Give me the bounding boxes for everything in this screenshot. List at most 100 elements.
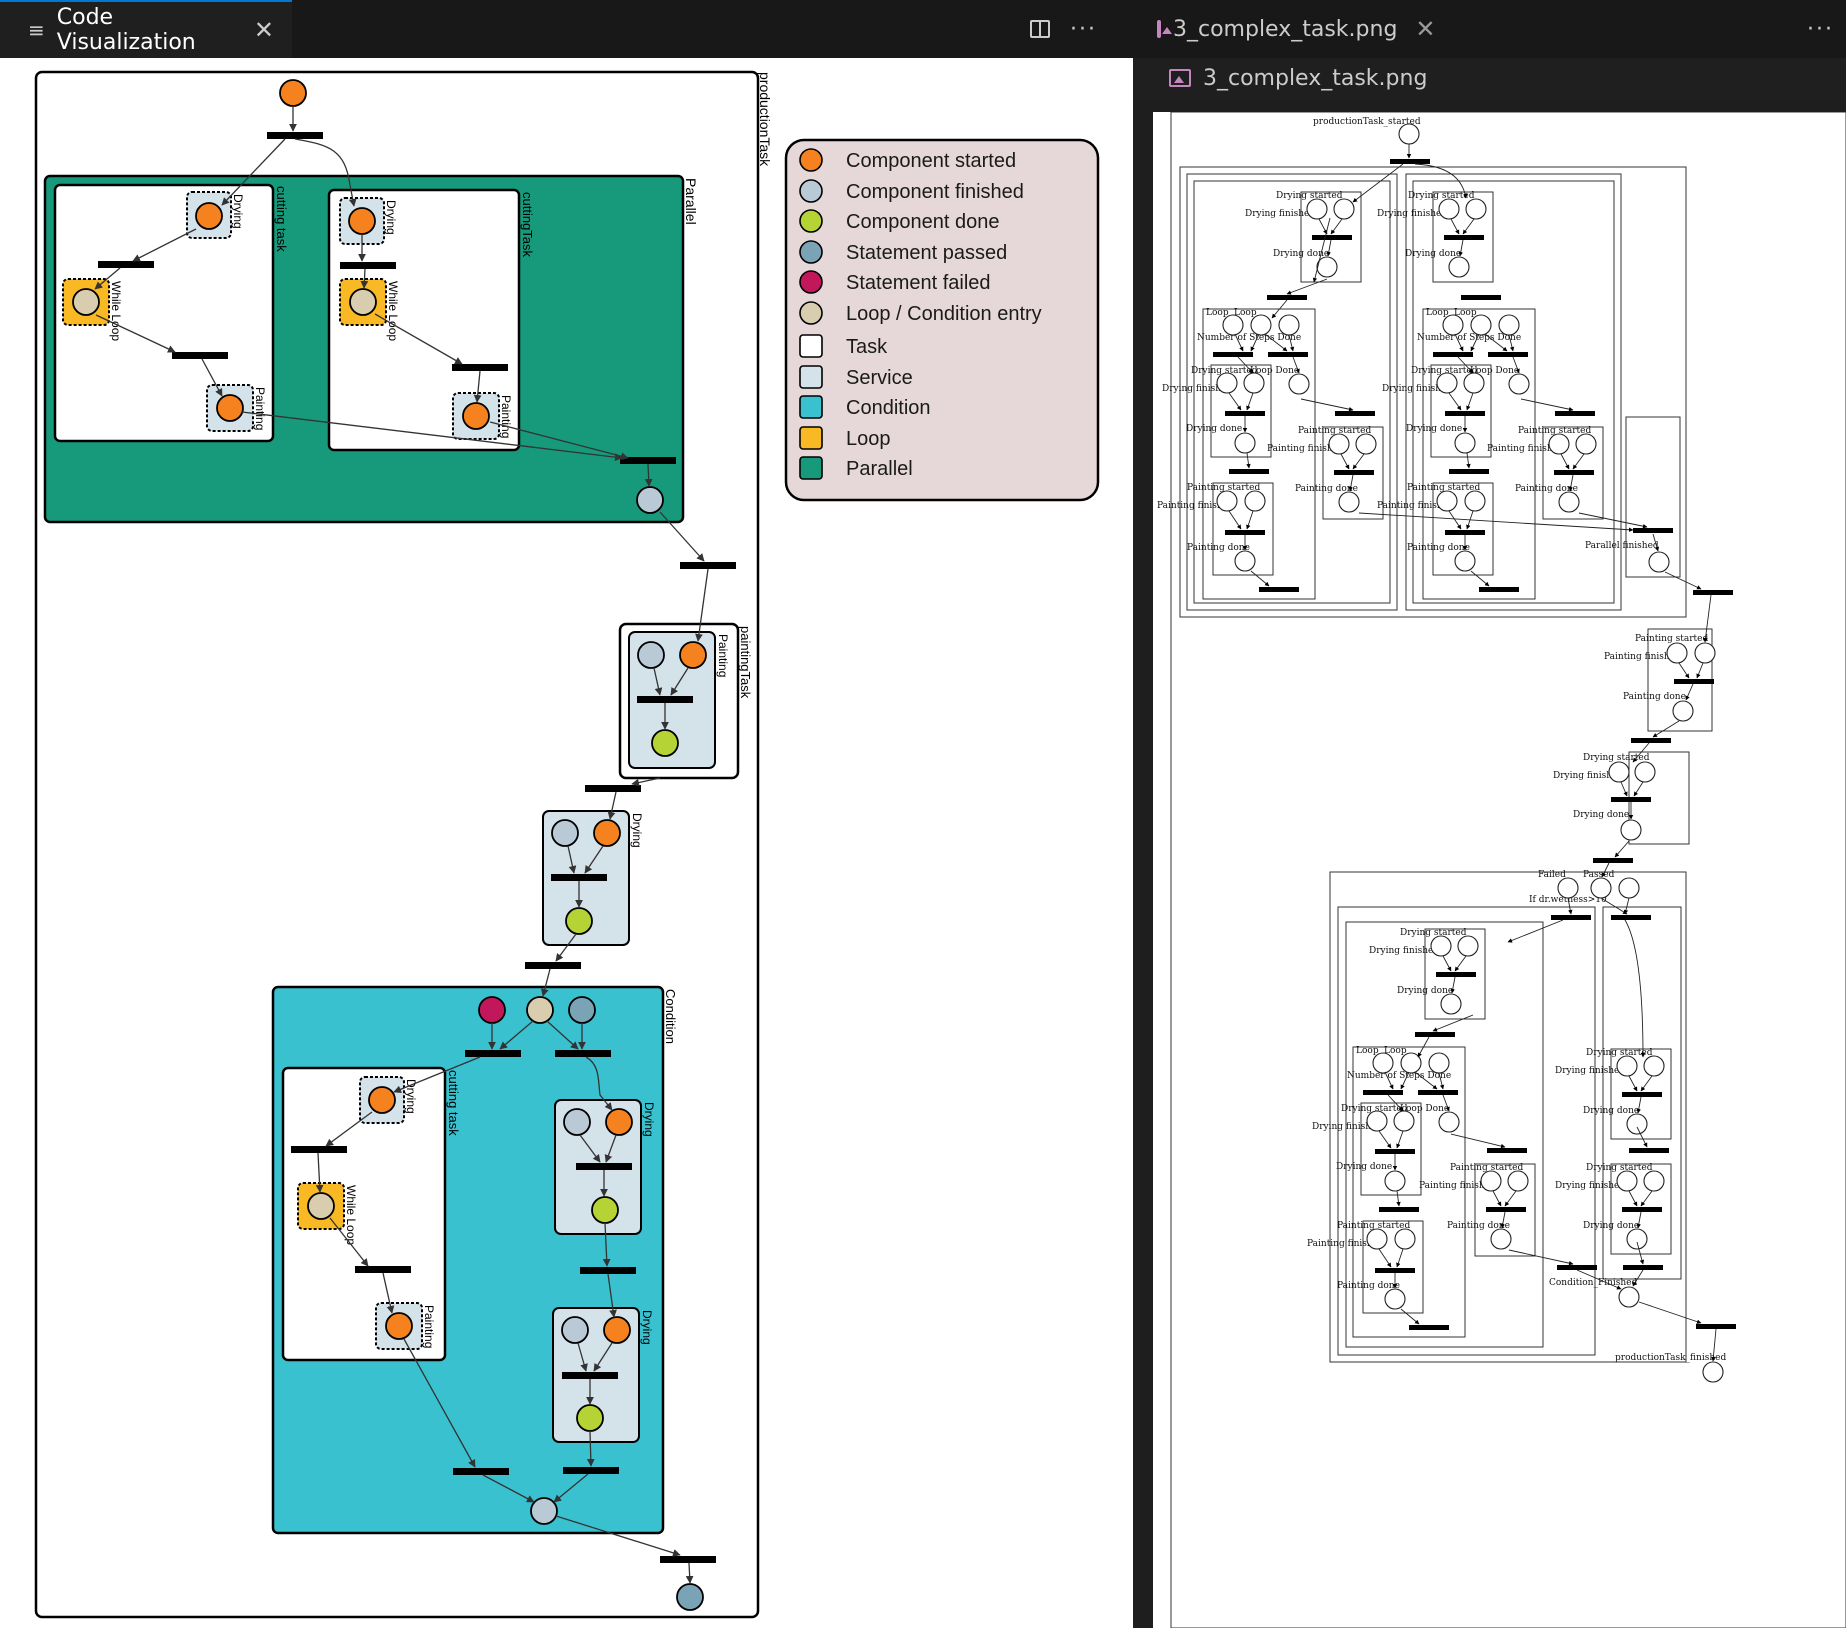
- png-frame: [1170, 112, 1846, 1628]
- png-edge: [1450, 1133, 1506, 1149]
- png-place: [1643, 1055, 1665, 1077]
- png-place: [1436, 490, 1458, 512]
- png-transition: [1629, 1148, 1669, 1153]
- png-place: [1616, 1055, 1638, 1077]
- png-place: [1393, 1110, 1415, 1132]
- png-place: [1355, 433, 1377, 455]
- png-edge: [1640, 1190, 1653, 1207]
- png-edge: [1318, 218, 1328, 235]
- png-place: [1222, 314, 1244, 336]
- png-transition: [1449, 469, 1489, 474]
- png-label: Number of Steps Done: [1347, 1071, 1451, 1081]
- preview-icon: ≡: [28, 18, 45, 42]
- png-label: Painting done: [1187, 543, 1250, 553]
- transition-bar: [551, 874, 607, 881]
- png-edge: [1512, 356, 1520, 374]
- split-editor-icon[interactable]: [1030, 20, 1050, 38]
- statement-failed: [478, 996, 506, 1024]
- png-edge: [1636, 1096, 1642, 1114]
- png-edge: [1632, 1269, 1644, 1287]
- png-transition: [1229, 469, 1269, 474]
- png-label: Loop: [1384, 1046, 1407, 1056]
- png-box: [1432, 482, 1494, 576]
- breadcrumb-title[interactable]: 3_complex_task.png: [1203, 65, 1428, 91]
- png-box: [1625, 416, 1681, 578]
- transition-bar: [453, 1468, 509, 1475]
- loop-entry: [349, 288, 377, 316]
- more-actions-icon[interactable]: ···: [1070, 16, 1097, 42]
- png-transition: [1409, 1325, 1449, 1330]
- png-edge: [1624, 919, 1646, 1058]
- png-edge: [1288, 334, 1295, 352]
- png-edge: [1652, 720, 1680, 738]
- png-label: Painting finished: [1267, 444, 1344, 454]
- png-transition: [1488, 352, 1528, 357]
- close-icon[interactable]: ✕: [1415, 15, 1436, 43]
- png-label: productionTask_finished: [1615, 1353, 1726, 1363]
- png-edge: [1623, 897, 1630, 915]
- transition-bar: [291, 1146, 347, 1153]
- png-edge: [1378, 1248, 1392, 1268]
- png-label: Drying done: [1583, 1221, 1639, 1231]
- png-label: Painting done: [1623, 692, 1686, 702]
- component-finished: [563, 1108, 591, 1136]
- png-label: Loop: [1356, 1046, 1379, 1056]
- png-place: [1507, 1170, 1529, 1192]
- png-label: Loop: [1454, 308, 1477, 318]
- image-preview-pane: 3_complex_task.png ✕ ··· 3_complex_task.…: [1133, 0, 1846, 1628]
- png-edge: [1264, 333, 1288, 352]
- png-edge: [1457, 356, 1474, 374]
- png-edge: [1396, 1248, 1404, 1268]
- png-place: [1400, 1052, 1422, 1074]
- png-transition: [1555, 411, 1595, 416]
- png-edge: [1601, 862, 1610, 878]
- png-box: [1193, 180, 1391, 604]
- tab-image[interactable]: 3_complex_task.png ✕: [1133, 0, 1436, 58]
- png-transition: [1225, 530, 1265, 535]
- png-place: [1278, 314, 1300, 336]
- png-edge: [1292, 356, 1300, 374]
- legend-swatch: [799, 456, 823, 480]
- legend-swatch: [799, 334, 823, 358]
- png-transition: [1379, 1207, 1419, 1212]
- png-edge: [1454, 333, 1464, 352]
- png-place: [1464, 490, 1486, 512]
- png-label: Painting started: [1518, 426, 1591, 436]
- png-place: [1430, 935, 1452, 957]
- while-loop-label: While Loop: [386, 281, 400, 341]
- png-label: Drying started: [1583, 753, 1650, 763]
- drying-label: Drying: [231, 194, 245, 229]
- transition-bar: [563, 1467, 619, 1474]
- legend-label: Task: [846, 336, 888, 358]
- png-edge: [1438, 1072, 1445, 1090]
- png-transition: [1487, 1148, 1527, 1153]
- png-place: [1498, 314, 1520, 336]
- png-place: [1216, 490, 1238, 512]
- legend-swatch: [799, 209, 823, 233]
- transition-bar: [355, 1266, 411, 1273]
- png-box: [1432, 191, 1494, 283]
- legend-swatch: [799, 179, 823, 203]
- legend-swatch: [799, 270, 823, 294]
- drying-label: Drying: [404, 1079, 418, 1114]
- png-transition: [1623, 1265, 1663, 1270]
- component-done: [565, 907, 593, 935]
- transition-bar: [465, 1050, 521, 1057]
- more-actions-icon[interactable]: ···: [1807, 16, 1834, 42]
- png-transition: [1445, 530, 1485, 535]
- close-icon[interactable]: ✕: [253, 16, 274, 44]
- png-label: Drying started: [1276, 191, 1343, 201]
- png-label: Painting done: [1447, 1221, 1510, 1231]
- tab-code-visualization[interactable]: ≡ Code Visualization ✕: [0, 0, 292, 58]
- png-label: Painting done: [1515, 484, 1578, 494]
- png-edge: [1352, 453, 1365, 470]
- png-label: Drying finished: [1377, 209, 1447, 219]
- png-place: [1288, 373, 1310, 395]
- png-edge: [1628, 1190, 1638, 1207]
- png-label: Condition_Finished: [1549, 1278, 1637, 1288]
- png-place: [1634, 761, 1656, 783]
- png-label: Painting finished: [1604, 652, 1681, 662]
- png-transition: [1259, 587, 1299, 592]
- png-transition: [1557, 1265, 1597, 1270]
- png-place: [1694, 642, 1716, 664]
